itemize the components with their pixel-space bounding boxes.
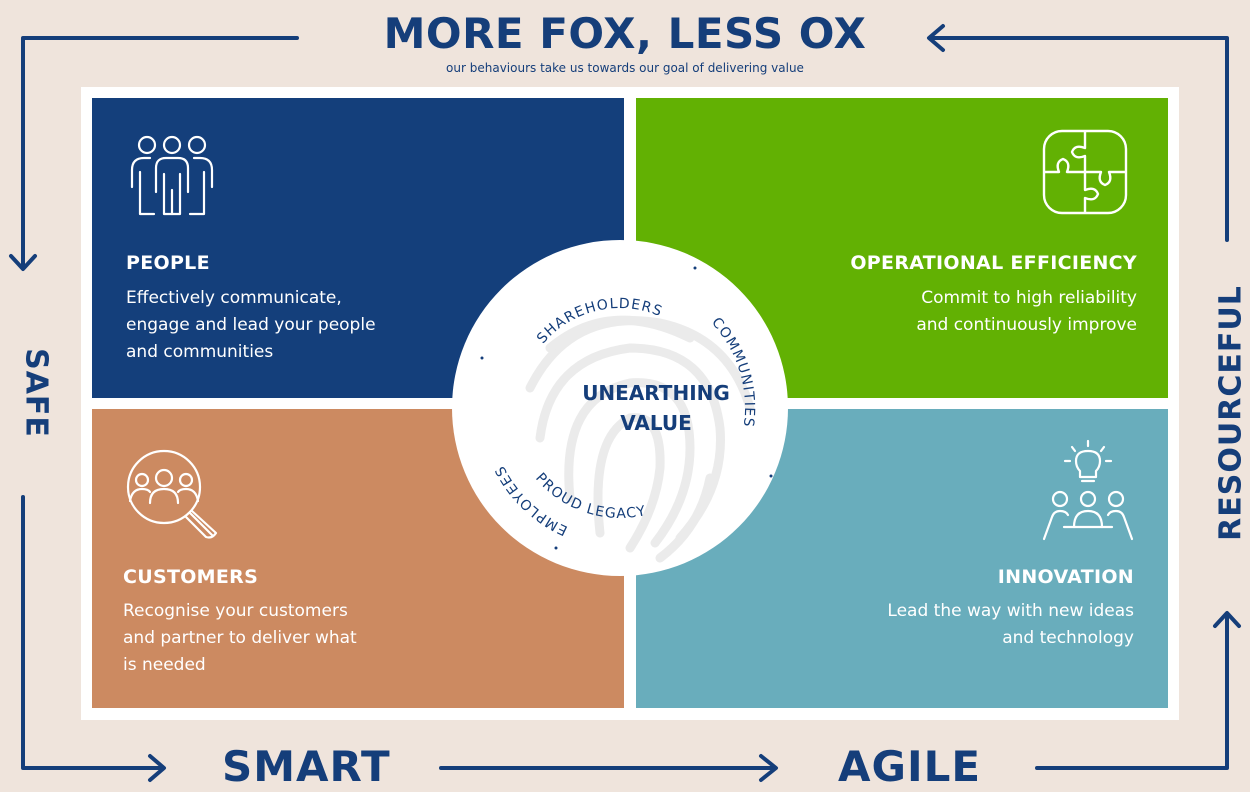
innovation-text-line: and technology xyxy=(1002,628,1134,648)
operational-title: OPERATIONAL EFFICIENCY xyxy=(850,252,1137,274)
operational-text: Commit to high reliability and continuou… xyxy=(837,285,1137,339)
thumbprint-icon xyxy=(525,315,755,563)
quadrant-people: PEOPLE Effectively communicate, engage a… xyxy=(92,98,624,398)
label-agile: AGILE xyxy=(838,742,982,791)
top-left-connector xyxy=(21,36,299,269)
label-smart: SMART xyxy=(222,742,391,791)
top-right-connector xyxy=(928,36,1229,242)
people-text: Effectively communicate, engage and lead… xyxy=(126,285,426,366)
customers-text-line: is needed xyxy=(123,655,206,675)
circle-outer-ring xyxy=(452,240,788,576)
right-arrow-head-smart xyxy=(148,754,166,782)
innovation-text-line: Lead the way with new ideas xyxy=(887,601,1134,621)
people-text-line: and communities xyxy=(126,342,274,362)
side-label-resourceful: RESOURCEFUL xyxy=(1213,285,1249,541)
people-text-line: engage and lead your people xyxy=(126,315,376,335)
innovation-title: INNOVATION xyxy=(997,566,1134,588)
center-title-line2: VALUE xyxy=(620,411,692,435)
page-title: MORE FOX, LESS OX xyxy=(383,9,867,58)
operational-text-line: Commit to high reliability xyxy=(921,288,1137,308)
people-text-line: Effectively communicate, xyxy=(126,288,342,308)
puzzle-icon xyxy=(1042,129,1128,215)
innovation-text: Lead the way with new ideas and technolo… xyxy=(814,598,1134,652)
side-label-safe: SAFE xyxy=(18,348,54,438)
customers-text-line: Recognise your customers xyxy=(123,601,348,621)
left-arrow-head xyxy=(927,24,945,52)
page-subtitle: our behaviours take us towards our goal … xyxy=(446,61,804,75)
center-circle: SHAREHOLDERS COMMUNITIES PROUD LEGACY EM… xyxy=(452,240,788,576)
customers-text-line: and partner to deliver what xyxy=(123,628,357,648)
center-title-line1: UNEARTHING xyxy=(582,381,730,405)
bottom-left-connector xyxy=(21,495,165,770)
right-arrow-head-agile xyxy=(759,754,778,782)
magnifier-people-icon xyxy=(126,449,218,539)
people-group-icon xyxy=(130,135,214,216)
ring-dots xyxy=(480,266,773,550)
lightbulb-team-icon xyxy=(1042,439,1134,541)
customers-title: CUSTOMERS xyxy=(123,566,259,588)
people-title: PEOPLE xyxy=(126,252,210,274)
customers-text: Recognise your customers and partner to … xyxy=(123,598,423,679)
bottom-right-connector xyxy=(1035,612,1229,770)
down-arrow-head xyxy=(9,254,37,271)
up-arrow-head xyxy=(1213,611,1241,628)
operational-text-line: and continuously improve xyxy=(916,315,1137,335)
